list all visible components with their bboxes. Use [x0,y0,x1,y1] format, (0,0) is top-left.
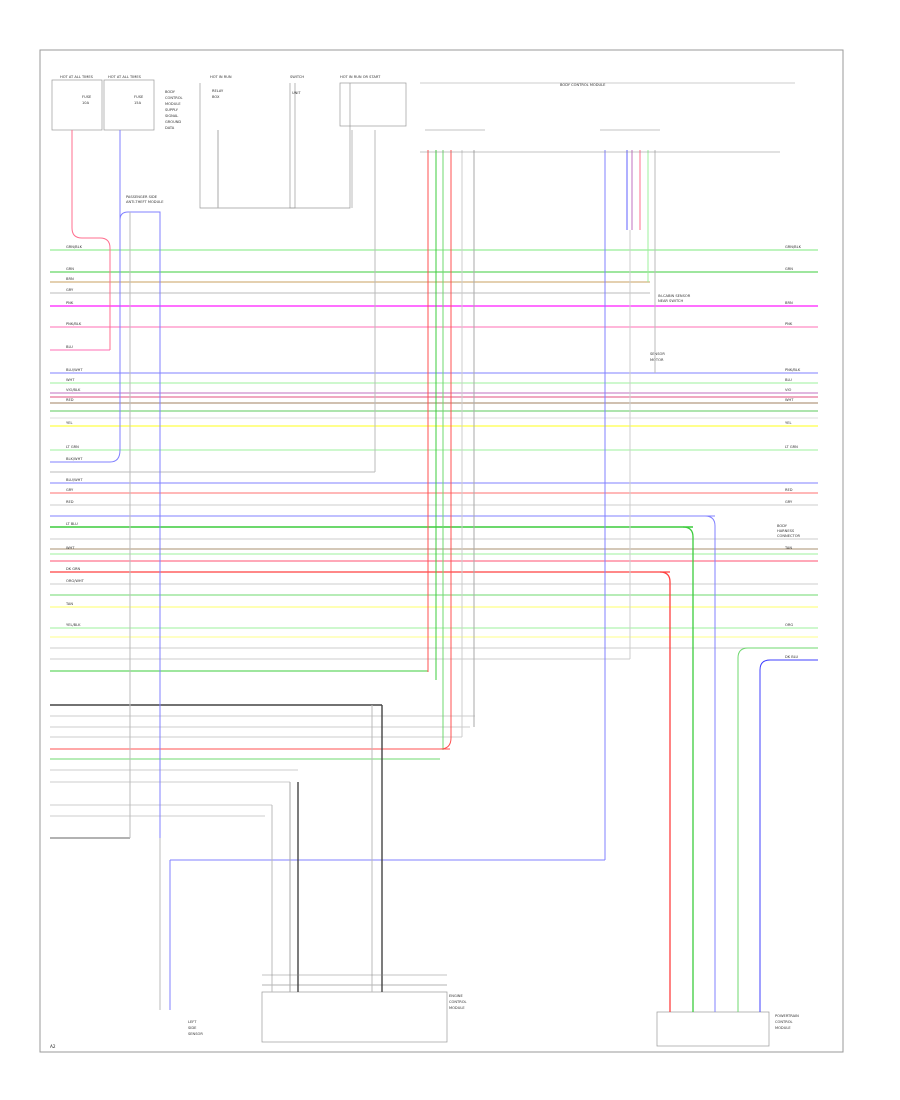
wire-label-left: YEL [66,421,72,425]
svg-text:HOT AT ALL TIMES: HOT AT ALL TIMES [108,75,142,79]
wire-dk-blu-down [759,659,818,1012]
wire-label-left: VIO/BLK [66,388,81,392]
svg-text:IN-CABIN SENSOR: IN-CABIN SENSOR [658,294,691,298]
wire-blu-down [704,515,716,1012]
svg-text:RELAY: RELAY [212,89,224,93]
svg-text:SWITCH: SWITCH [290,75,304,79]
wire-label-right: BRN [785,301,793,305]
bottom-components [261,984,770,1047]
wire-lt-grn-down [737,647,818,1012]
svg-text:HOT IN RUN: HOT IN RUN [210,75,232,79]
wire-label-left: RED [66,500,74,504]
wire-red-feed [71,130,111,350]
svg-text:MODULE: MODULE [449,1006,465,1010]
connector-ticks [262,129,780,976]
wire-label-left: GRY [66,288,74,292]
svg-text:DATA: DATA [165,126,175,130]
wire-label-left: BLU [66,345,73,349]
wire-label-left: GRN [66,267,74,271]
diagram-frame [39,49,844,1053]
wire-blu-drop [50,220,121,463]
svg-text:HOT AT ALL TIMES: HOT AT ALL TIMES [60,75,94,79]
wire-label-left: YEL/BLK [66,623,81,627]
svg-text:MOTOR: MOTOR [650,358,664,362]
wire-label-left: WHT [66,546,75,550]
svg-text:HARNESS: HARNESS [777,529,795,533]
right-wire-labels: GRN/BLK GRN BRN PNK PNK/BLK BLU VIO WHT YEL LT GR… [784,245,802,659]
svg-text:CONNECTOR: CONNECTOR [777,534,801,538]
wire-label-right: YEL [785,421,791,425]
svg-text:CONTROL: CONTROL [165,96,183,100]
top-components [51,79,795,209]
wire-label-right: VIO [785,388,792,392]
wire-label-left: GRY [66,488,74,492]
svg-text:15A: 15A [134,101,142,105]
svg-text:SIDE: SIDE [188,1026,197,1030]
wire-red-v2 [439,150,452,750]
wire-label-left: WHT [66,378,75,382]
wire-label-left: RED [66,398,74,402]
svg-text:GROUND: GROUND [165,120,181,124]
wire-label-left: PNK/BLK [66,322,82,326]
wire-label-right: WHT [785,398,794,402]
wire-label-left: LT GRN [66,445,79,449]
wire-label-left: LT BLU [66,522,78,526]
svg-text:BODY: BODY [777,524,788,528]
wire-label-left: BLU/WHT [66,478,83,482]
wire-label-right: BLU [785,378,792,382]
svg-text:NEAR SWITCH: NEAR SWITCH [658,299,683,303]
svg-text:HOT IN RUN OR START: HOT IN RUN OR START [340,75,381,79]
svg-text:MODULE: MODULE [775,1026,791,1030]
wire-label-left: BLK/WHT [66,457,83,461]
horizontal-wires [50,249,818,861]
svg-text:BOX: BOX [212,95,220,99]
svg-text:CONTROL: CONTROL [775,1020,793,1024]
wire-label-left: BLU/WHT [66,368,83,372]
svg-text:SENSOR: SENSOR [188,1032,203,1036]
wire-label-right: DK BLU [785,655,799,659]
wire-label-left: ORG/WHT [66,579,85,583]
wire-label-right: RED [785,488,793,492]
svg-text:BODY CONTROL MODULE: BODY CONTROL MODULE [560,83,606,87]
svg-text:UNIT: UNIT [292,91,301,95]
wire-red-down [659,571,671,1012]
svg-text:FUSE: FUSE [134,95,144,99]
wire-label-left: TAN [65,602,73,606]
wire-label-right: GRY [785,500,793,504]
wire-grn-down [682,526,694,1012]
svg-text:FUSE: FUSE [82,95,92,99]
svg-text:SIGNAL: SIGNAL [165,114,178,118]
wire-label-right: GRN [785,267,793,271]
wire-blu-feed [119,130,161,838]
wire-label-right: ORG [785,623,793,627]
wire-label-right: GRN/BLK [785,245,802,249]
svg-text:LEFT: LEFT [188,1020,197,1024]
svg-text:PASSENGER SIDE: PASSENGER SIDE [126,195,158,199]
wire-label-left: BRN [66,277,74,281]
svg-text:SUPPLY: SUPPLY [165,108,179,112]
vertical-wires [50,130,818,1012]
svg-text:MODULE: MODULE [165,102,181,106]
svg-text:CONTROL: CONTROL [449,1000,467,1004]
svg-text:POWERTRAIN: POWERTRAIN [775,1014,799,1018]
wire-label-left: GRN/BLK [66,245,83,249]
wire-label-right: TAN [784,546,792,550]
svg-text:BODY: BODY [165,90,176,94]
svg-text:ANTI-THEFT MODULE: ANTI-THEFT MODULE [126,200,164,204]
svg-text:A2: A2 [50,1044,56,1049]
left-wire-labels: GRN/BLK GRN BRN GRY PNK PNK/BLK BLU BLU/WHT WHT V… [65,245,85,627]
wire-label-left: DK GRN [66,567,81,571]
wire-label-right: PNK/BLK [785,368,801,372]
wire-label-left: PNK [66,301,74,305]
svg-text:10A: 10A [82,101,90,105]
wire-label-right: LT GRN [785,445,798,449]
svg-text:SENSOR: SENSOR [650,352,665,356]
svg-text:ENGINE: ENGINE [449,994,463,998]
wire-label-right: PNK [785,322,793,326]
component-labels: HOT AT ALL TIMES HOT AT ALL TIMES HOT IN… [50,75,801,1049]
